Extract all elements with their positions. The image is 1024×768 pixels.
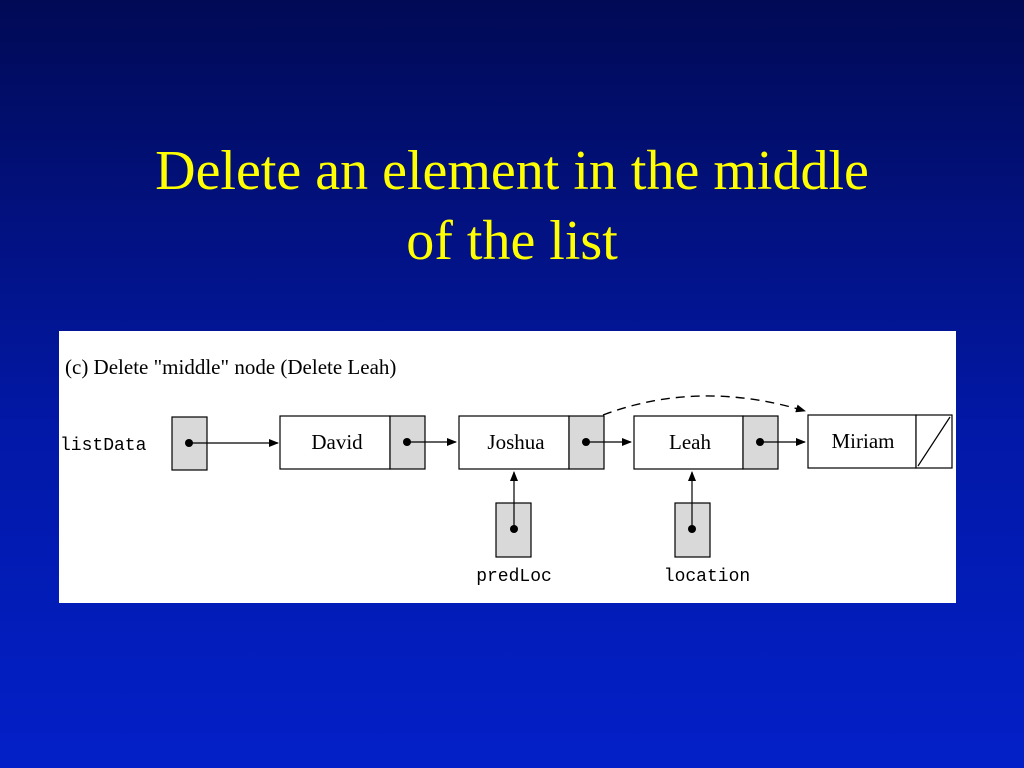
list-node-leah: Leah [633,415,779,470]
null-slash [917,416,951,467]
list-node-joshua: Joshua [458,415,605,470]
diagram-caption: (c) Delete "middle" node (Delete Leah) [65,355,396,379]
location-pointer-label: location [664,567,750,587]
pred-pointer-label: predLoc [476,567,552,587]
slide-title-line-1: Delete an element in the middle [155,140,869,202]
list-node-miriam: Miriam [807,414,953,469]
head-pointer-label: listData [60,436,147,456]
linked-list-diagram: (c) Delete "middle" node (Delete Leah) l… [59,331,956,603]
diagram-canvas: (c) Delete "middle" node (Delete Leah) l… [60,355,953,587]
node-label: David [311,430,363,454]
node-label: Leah [669,430,711,454]
node-label: Joshua [487,430,545,454]
node-info-cell [279,415,391,470]
bypass-arrow-joshua-miriam [602,395,806,416]
node-info-cell [633,415,744,470]
node-label: Miriam [832,429,895,453]
slide-title-line-2: of the list [406,210,618,272]
node-info-cell [807,414,917,469]
slide-title: Delete an element in the middle of the l… [0,136,1024,276]
list-node-david: David [279,415,426,470]
